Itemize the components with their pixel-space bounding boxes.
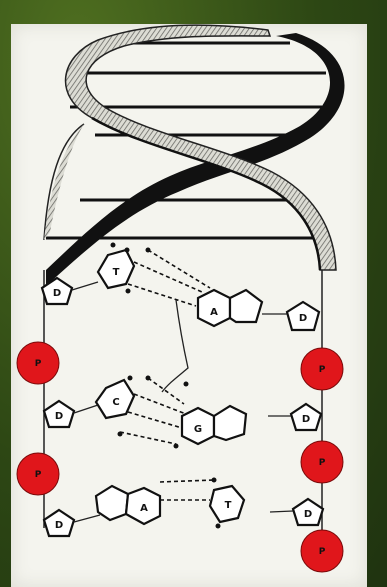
- phosphate-circle: P: [17, 453, 59, 495]
- phosphate-label: P: [319, 365, 326, 375]
- backbone-lines: [44, 270, 322, 545]
- base-label-left: T: [113, 267, 120, 278]
- base-pair-1: T A: [98, 243, 262, 327]
- phosphate-circle: P: [301, 348, 343, 390]
- sugar-label: D: [55, 411, 63, 422]
- left-sugars: D D D: [42, 278, 74, 536]
- sugar-pentagon: D: [291, 404, 321, 430]
- base-pair-3: A T: [96, 478, 244, 529]
- hydrogen-bonds: [160, 480, 214, 500]
- phosphate-circle: P: [17, 342, 59, 384]
- sugar-label: D: [299, 313, 307, 324]
- sugar-pentagon: D: [287, 302, 319, 330]
- base-right: T: [210, 486, 244, 522]
- base-right: G: [182, 406, 246, 444]
- phosphate-circle: P: [301, 530, 343, 572]
- base-pair-2: C G: [96, 376, 246, 449]
- sugar-label: D: [302, 414, 310, 425]
- base-left: T: [98, 250, 134, 288]
- sugar-pentagon: D: [44, 401, 74, 427]
- base-label-right: T: [225, 500, 232, 511]
- base-label-right: G: [194, 424, 202, 435]
- sugar-label: D: [304, 509, 312, 520]
- phosphate-label: P: [319, 547, 326, 557]
- sugar-label: D: [55, 520, 63, 531]
- right-phosphates: P P P: [301, 348, 343, 572]
- sugar-pentagon: D: [44, 510, 74, 536]
- base-left: A: [96, 486, 160, 524]
- base-label-right: A: [210, 307, 218, 318]
- sugar-label: D: [53, 288, 61, 299]
- base-label-left: C: [112, 397, 119, 408]
- phosphate-label: P: [35, 359, 42, 369]
- phosphate-circle: P: [301, 441, 343, 483]
- connector-curve: [162, 300, 188, 392]
- base-label-left: A: [140, 503, 148, 514]
- right-sugars: D D D: [287, 302, 323, 525]
- double-helix: [44, 25, 345, 286]
- phosphate-label: P: [35, 470, 42, 480]
- phosphate-label: P: [319, 458, 326, 468]
- base-right: A: [198, 290, 262, 326]
- sugar-pentagon: D: [293, 499, 323, 525]
